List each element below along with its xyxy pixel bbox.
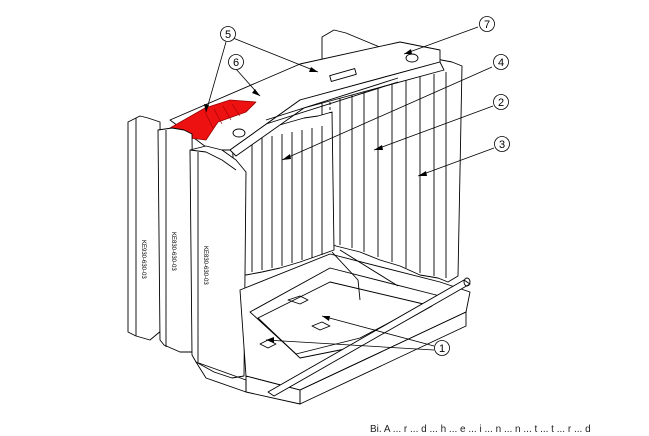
highlighted-part	[169, 99, 257, 141]
support-rod	[267, 277, 471, 397]
svg-text:1: 1	[439, 343, 445, 355]
svg-text:5: 5	[225, 29, 231, 41]
svg-text:6: 6	[233, 57, 239, 69]
part-label-3: KE830-630-03	[202, 246, 208, 285]
front-panel-2	[157, 127, 195, 353]
callout-4: 4	[493, 54, 509, 70]
callout-2: 2	[493, 94, 509, 110]
svg-text:7: 7	[484, 19, 490, 31]
part-label-2: KE830-630-03	[170, 232, 176, 271]
svg-text:2: 2	[498, 97, 504, 109]
svg-text:3: 3	[499, 139, 505, 151]
figure-caption: Bi. A ... r ... d ... h ... e ... i ... …	[370, 424, 591, 435]
svg-text:4: 4	[498, 57, 504, 69]
callout-5: 5	[220, 26, 236, 42]
callout-3: 3	[494, 136, 510, 152]
callout-7: 7	[479, 16, 495, 32]
front-panel-1	[127, 115, 163, 341]
callout-1: 1	[434, 340, 450, 356]
part-label-1: KE930-630-03	[140, 240, 146, 279]
front-panel-3	[189, 145, 247, 379]
callout-6: 6	[228, 54, 244, 70]
